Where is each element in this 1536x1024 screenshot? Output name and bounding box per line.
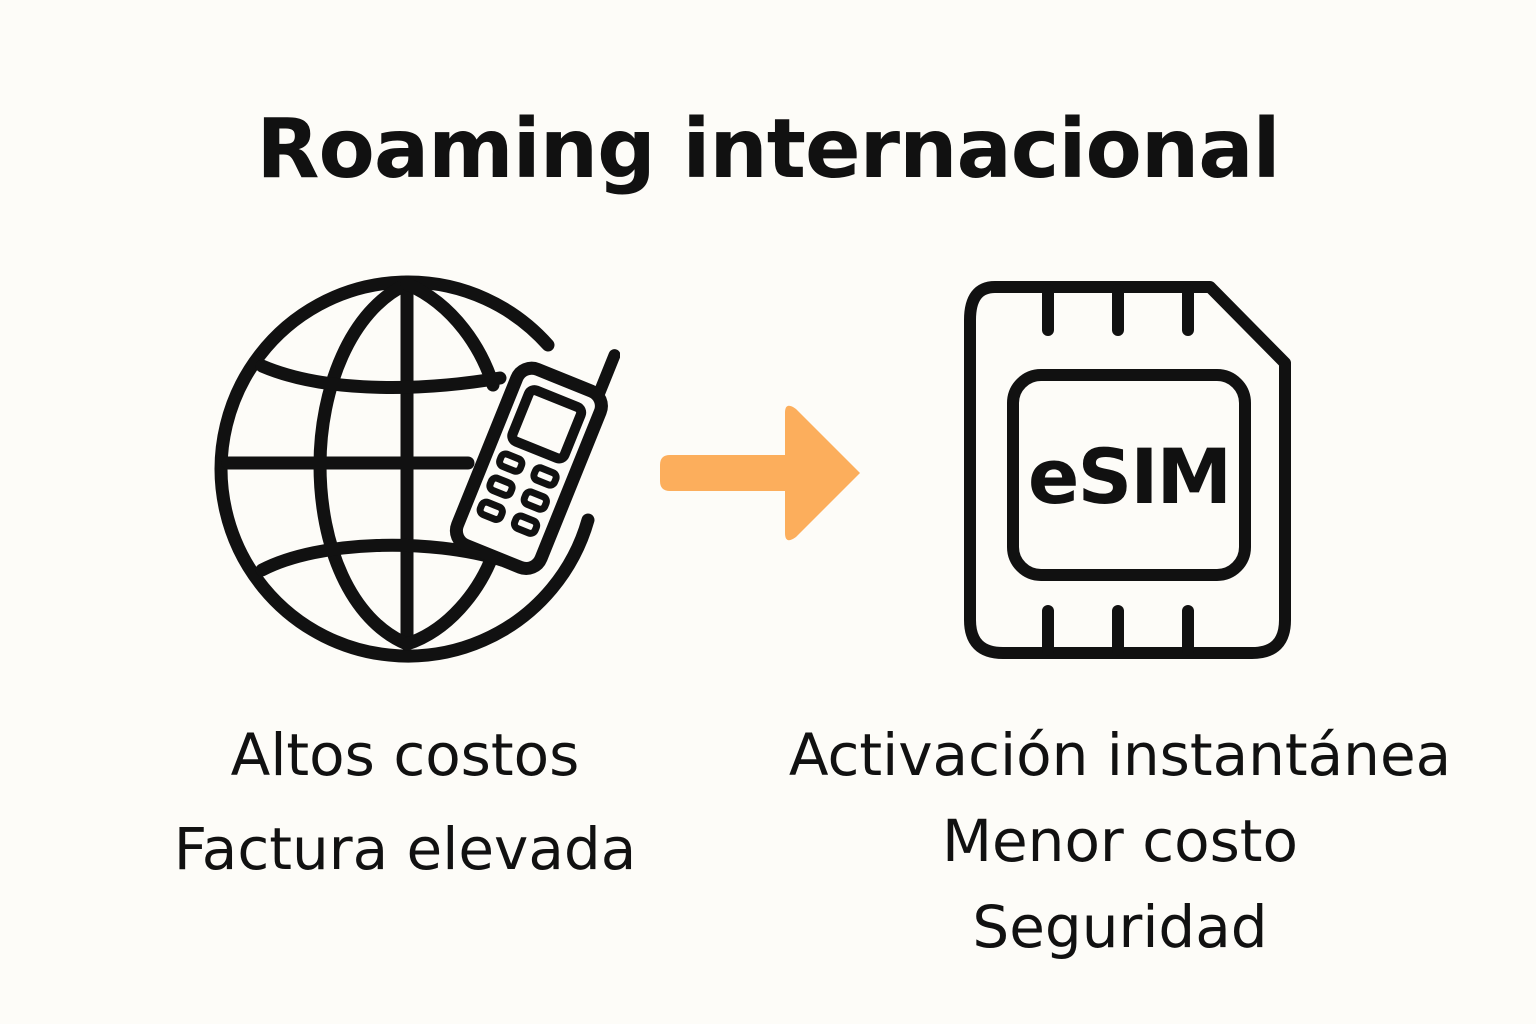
drawback-line: Altos costos (230, 721, 580, 789)
roaming-drawbacks: Altos costos Factura elevada (130, 708, 680, 896)
esim-benefits: Activación instantánea Menor costo Segur… (780, 712, 1460, 970)
benefit-line: Menor costo (941, 807, 1299, 875)
esim-chip-label: eSIM (1027, 432, 1232, 521)
benefit-line: Seguridad (972, 893, 1268, 961)
benefit-line: Activación instantánea (788, 721, 1452, 789)
arrow-right-icon (660, 405, 860, 541)
esim-card-icon (964, 281, 1291, 659)
globe-phone-icon (214, 275, 620, 663)
drawback-line: Factura elevada (173, 815, 637, 883)
diagram-title: Roaming internacional (256, 102, 1280, 197)
